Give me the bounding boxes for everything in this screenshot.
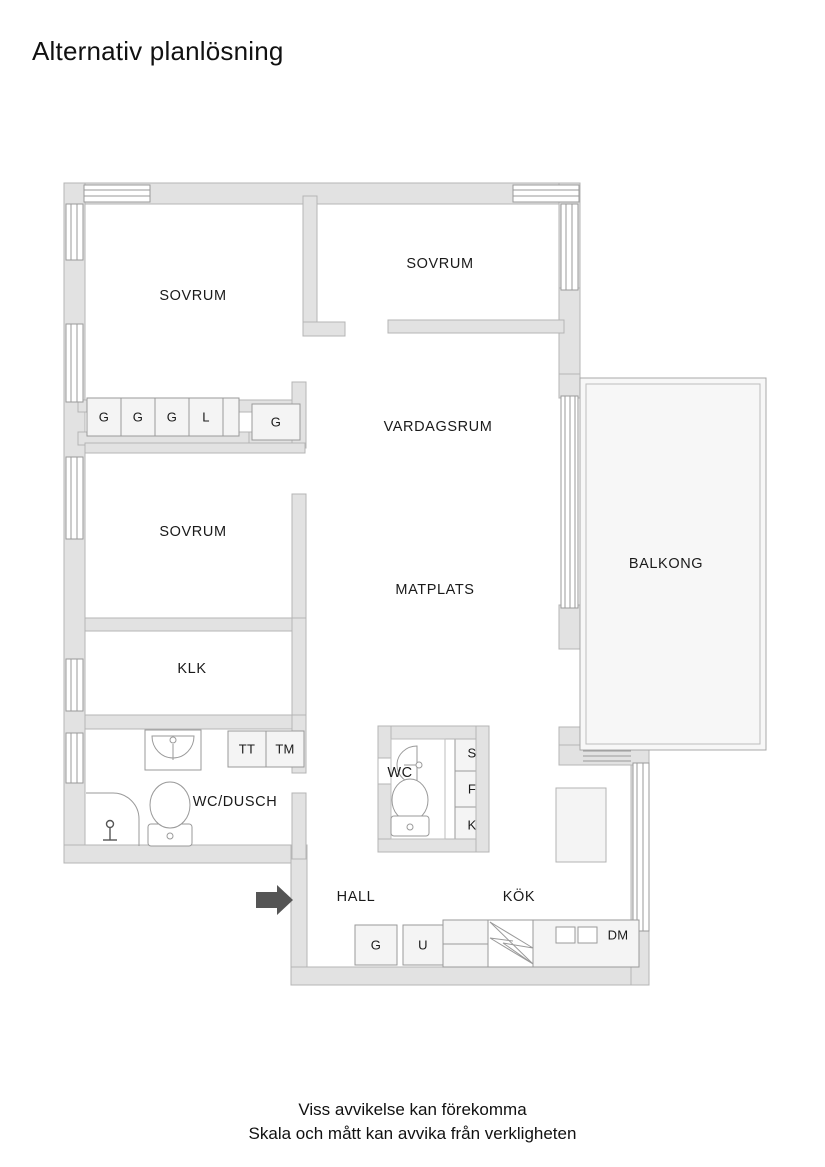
unit-label-wardrobe-g3: G <box>167 409 177 424</box>
unit-box-wardrobe-g2[interactable] <box>120 397 156 437</box>
wall-h-klk-wcdusch <box>84 714 307 730</box>
room-label-hall: HALL <box>337 889 376 905</box>
page-title: Alternativ planlösning <box>32 36 284 66</box>
unit-label-fridge-k: K <box>468 817 477 832</box>
toilet-bowl-wc-dusch <box>149 781 191 829</box>
shower-enclosure <box>86 792 140 846</box>
washbasin-tap-wc-dusch <box>169 736 177 744</box>
room-label-vardagsrum: VARDAGSRUM <box>384 419 493 435</box>
toilet-flush-wc <box>406 823 414 831</box>
room-label-wc-dusch: WC/DUSCH <box>193 794 278 810</box>
wc-wall-top <box>377 725 490 740</box>
wall-kitchen-bottom <box>290 966 650 986</box>
balcony-inner <box>585 383 761 745</box>
room-label-balkong: BALKONG <box>629 556 703 572</box>
unit-label-oven-u: U <box>418 937 428 952</box>
unit-label-freezer-f: F <box>468 781 476 796</box>
toilet-bowl-wc <box>391 778 429 822</box>
wall-v-bedroom-div-stub <box>302 321 346 337</box>
footer-line-2: Skala och mått kan avvika från verklighe… <box>248 1124 577 1143</box>
shower-drain-icon <box>103 819 117 841</box>
room-label-sovrum-top-right: SOVRUM <box>406 256 473 272</box>
unit-label-hall-wardrobe-g: G <box>371 937 381 952</box>
cabinet-units <box>86 397 640 966</box>
window-left-3 <box>65 456 84 540</box>
room-label-klk: KLK <box>177 661 206 677</box>
unit-box-laundry-tm[interactable] <box>265 730 305 768</box>
washbasin-tap-wc <box>415 761 423 769</box>
room-label-sovrum-mid-left: SOVRUM <box>159 524 226 540</box>
wc-room <box>377 725 490 853</box>
toilet-tank-wc <box>390 815 430 837</box>
footer-line-1: Viss avvikelse kan förekomma <box>298 1100 527 1119</box>
unit-label-wardrobe-g1: G <box>99 409 109 424</box>
wall-h-sovrum-klk <box>84 617 307 632</box>
unit-label-wardrobe-g2: G <box>133 409 143 424</box>
wc-dusch-fixtures <box>86 729 202 847</box>
window-left-4 <box>65 658 84 712</box>
balcony-area <box>579 377 767 751</box>
window-right-1 <box>560 203 579 291</box>
room-labels: SOVRUM SOVRUM VARDAGSRUM SOVRUM MATPLATS… <box>159 256 703 905</box>
windows <box>65 184 650 932</box>
unit-box-wardrobe-g4[interactable] <box>251 403 301 441</box>
footer-note: Viss avvikelse kan förekomma Skala och m… <box>0 1098 825 1146</box>
wall-hall-left <box>290 844 308 986</box>
entry-arrow-icon <box>256 885 293 915</box>
room-label-matplats: MATPLATS <box>395 582 474 598</box>
toilet-flush-wc-dusch <box>166 832 174 840</box>
wall-right-mid <box>558 287 581 385</box>
wall-h-sovrum-vardagsrum <box>387 319 565 334</box>
sink-basin-right <box>577 926 598 944</box>
room-label-sovrum-top-left: SOVRUM <box>159 288 226 304</box>
wc-wall-left-upper <box>377 725 392 759</box>
balcony-door-bottom <box>583 750 631 762</box>
unit-box-wardrobe-g1[interactable] <box>86 397 122 437</box>
window-left-1 <box>65 203 84 261</box>
unit-label-laundry-tm: TM <box>275 741 294 756</box>
unit-box-wardrobe-spacer <box>222 397 240 437</box>
hob-icon <box>489 921 534 965</box>
wall-bottom-left <box>63 844 308 864</box>
unit-box-laundry-tt[interactable] <box>227 730 267 768</box>
wall-v-bedroom-div <box>302 195 318 337</box>
unit-label-dishwasher-dm: DM <box>608 927 629 942</box>
kitchen-counter <box>442 919 640 968</box>
unit-label-wardrobe-g4: G <box>271 414 281 429</box>
unit-box-wardrobe-l1[interactable] <box>188 397 224 437</box>
dining-table <box>555 787 607 863</box>
wall-v-mid-bedroom <box>291 493 307 621</box>
wall-v-wcdusch-right-lower <box>291 792 307 860</box>
unit-box-hall-wardrobe-g[interactable] <box>354 924 398 966</box>
room-label-kok: KÖK <box>503 887 535 905</box>
window-left-2 <box>65 323 84 403</box>
window-top-right <box>512 184 580 203</box>
wall-h-top-mid-bedroom <box>84 442 306 454</box>
wall-v-klk-right <box>291 617 307 721</box>
window-left-5 <box>65 732 84 784</box>
window-right-kitchen <box>632 762 650 932</box>
wall-right-balcony-upper <box>558 373 581 399</box>
unit-labels: G G G L G TT TM S F K G U DM <box>99 409 629 952</box>
window-top-left <box>83 184 151 203</box>
sink-basin-left <box>555 926 576 944</box>
unit-box-oven-u[interactable] <box>402 924 444 966</box>
wc-wall-right <box>475 725 490 853</box>
unit-label-wardrobe-l1: L <box>202 409 210 424</box>
balcony-door-right <box>560 395 579 609</box>
room-label-wc: WC <box>387 765 412 781</box>
unit-label-laundry-tt: TT <box>239 741 255 756</box>
wall-right-balcony-mid <box>558 604 581 650</box>
interior-walls <box>77 195 565 860</box>
wc-wall-bottom <box>377 838 490 853</box>
unit-label-pantry-s: S <box>468 745 477 760</box>
